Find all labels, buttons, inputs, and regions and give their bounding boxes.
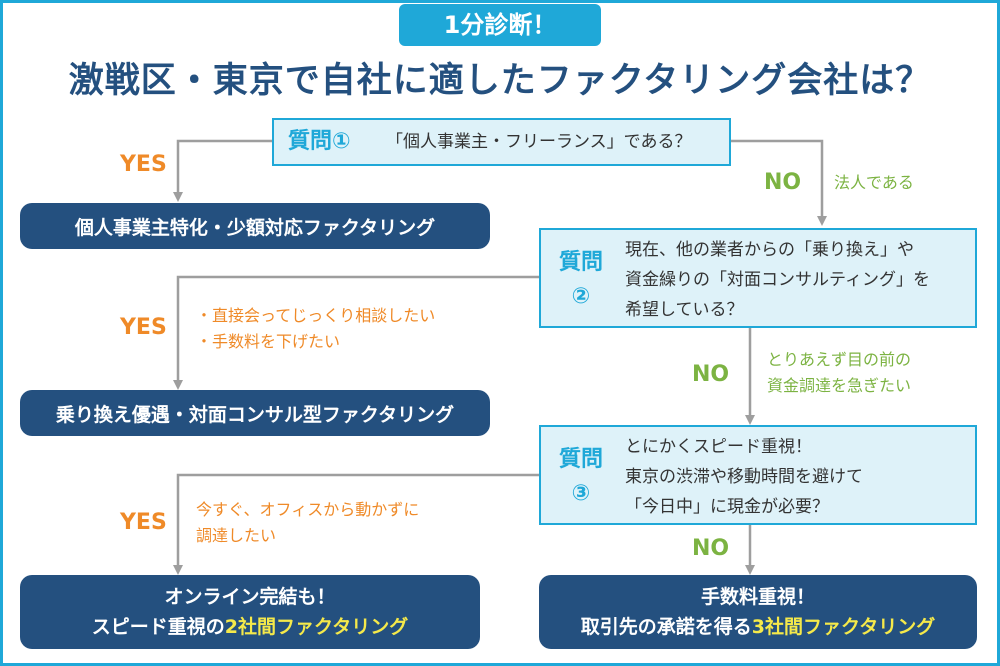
result-2-text: 乗り換え優遇・対面コンサル型ファクタリング xyxy=(55,403,455,426)
question-3-label-line2: ③ xyxy=(571,481,591,506)
q3-no-label: NO xyxy=(692,536,730,561)
question-3-label-line1: 質問 xyxy=(558,447,603,472)
result-switch-consult: 乗り換え優遇・対面コンサル型ファクタリング xyxy=(20,390,490,436)
diagnosis-badge: 1分診断！ xyxy=(399,4,601,46)
question-3-box: 質問 ③ とにかくスピード重視！ 東京の渋滞や移動時間を避けて 「今日中」に現金… xyxy=(539,425,977,525)
q2-no-label: NO xyxy=(692,362,730,387)
question-2-text: 現在、他の業者からの「乗り換え」や 資金繰りの「対面コンサルティング」を 希望し… xyxy=(625,240,930,320)
result-three-party: 手数料重視！ 取引先の承諾を得る3社間ファクタリング xyxy=(539,575,977,649)
question-2-box: 質問 ② 現在、他の業者からの「乗り換え」や 資金繰りの「対面コンサルティング」… xyxy=(539,228,977,328)
result-two-party: オンライン完結も！ スピード重視の2社間ファクタリング xyxy=(20,575,480,649)
q1-no-arrow xyxy=(731,139,827,226)
q1-no-note: 法人である xyxy=(834,173,914,192)
q3-yes-label: YES xyxy=(120,510,167,535)
q2-yes-label: YES xyxy=(120,315,167,340)
result-1-text: 個人事業主特化・少額対応ファクタリング xyxy=(74,216,436,239)
q2-yes-note: ・直接会ってじっくり相談したい ・手数料を下げたい xyxy=(196,306,436,351)
result-3-line2-pre: スピード重視の xyxy=(91,616,225,638)
q2-yes-arrow xyxy=(173,275,539,390)
q3-yes-arrow xyxy=(173,473,539,575)
q2-no-note: とりあえず目の前の 資金調達を急ぎたい xyxy=(767,350,912,395)
result-sole-proprietor: 個人事業主特化・少額対応ファクタリング xyxy=(20,203,490,249)
question-3-text: とにかくスピード重視！ 東京の渋滞や移動時間を避けて 「今日中」に現金が必要？ xyxy=(625,437,863,517)
question-1-label: 質問① xyxy=(288,129,351,154)
result-4-line2-highlight: 3社間ファクタリング xyxy=(751,616,936,638)
question-1-text: 「個人事業主・フリーランス」である？ xyxy=(386,132,692,152)
question-2-label-line1: 質問 xyxy=(558,250,603,275)
result-3-line2-highlight: 2社間ファクタリング xyxy=(224,616,409,638)
q3-yes-note: 今すぐ、オフィスから動かずに 調達したい xyxy=(196,500,420,545)
q1-yes-label: YES xyxy=(120,152,167,177)
q1-no-label: NO xyxy=(764,170,802,195)
q1-yes-arrow xyxy=(173,139,272,202)
question-2-label-line2: ② xyxy=(571,284,591,309)
result-4-line2-pre: 取引先の承諾を得る xyxy=(580,616,752,638)
result-4-line1: 手数料重視！ xyxy=(700,586,815,608)
result-3-line1: オンライン完結も！ xyxy=(164,586,336,608)
question-1-box: 質問① 「個人事業主・フリーランス」である？ xyxy=(272,118,731,166)
page-title: 激戦区・東京で自社に適したファクタリング会社は？ xyxy=(68,61,932,101)
